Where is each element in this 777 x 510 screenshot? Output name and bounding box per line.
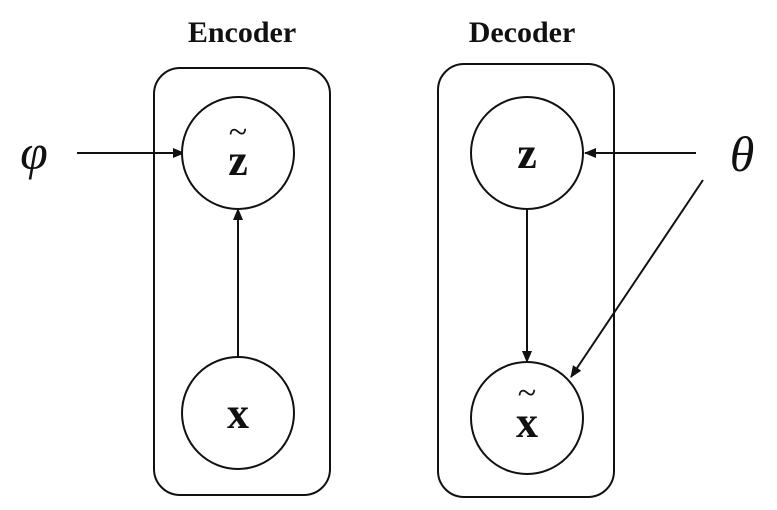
decoder-param-label: θ — [730, 126, 755, 182]
encoder-z-label: z — [228, 136, 248, 185]
decoder-panel — [437, 63, 615, 498]
decoder-x-label: x — [516, 398, 538, 447]
decoder-title: Decoder — [469, 16, 576, 49]
encoder-z-tilde: ~ — [229, 114, 247, 151]
encoder-title: Encoder — [188, 16, 296, 49]
decoder-z-label: z — [517, 129, 537, 178]
encoder-panel — [153, 67, 331, 496]
decoder-x-tilde: ~ — [518, 375, 536, 412]
encoder-x-node — [181, 356, 295, 470]
encoder-z-node — [181, 96, 295, 210]
encoder-x-label: x — [227, 389, 249, 438]
decoder-param-to-x-arrow — [570, 179, 704, 378]
decoder-x-node — [470, 361, 584, 475]
encoder-param-label: φ — [20, 124, 48, 180]
decoder-z-node — [470, 96, 584, 210]
